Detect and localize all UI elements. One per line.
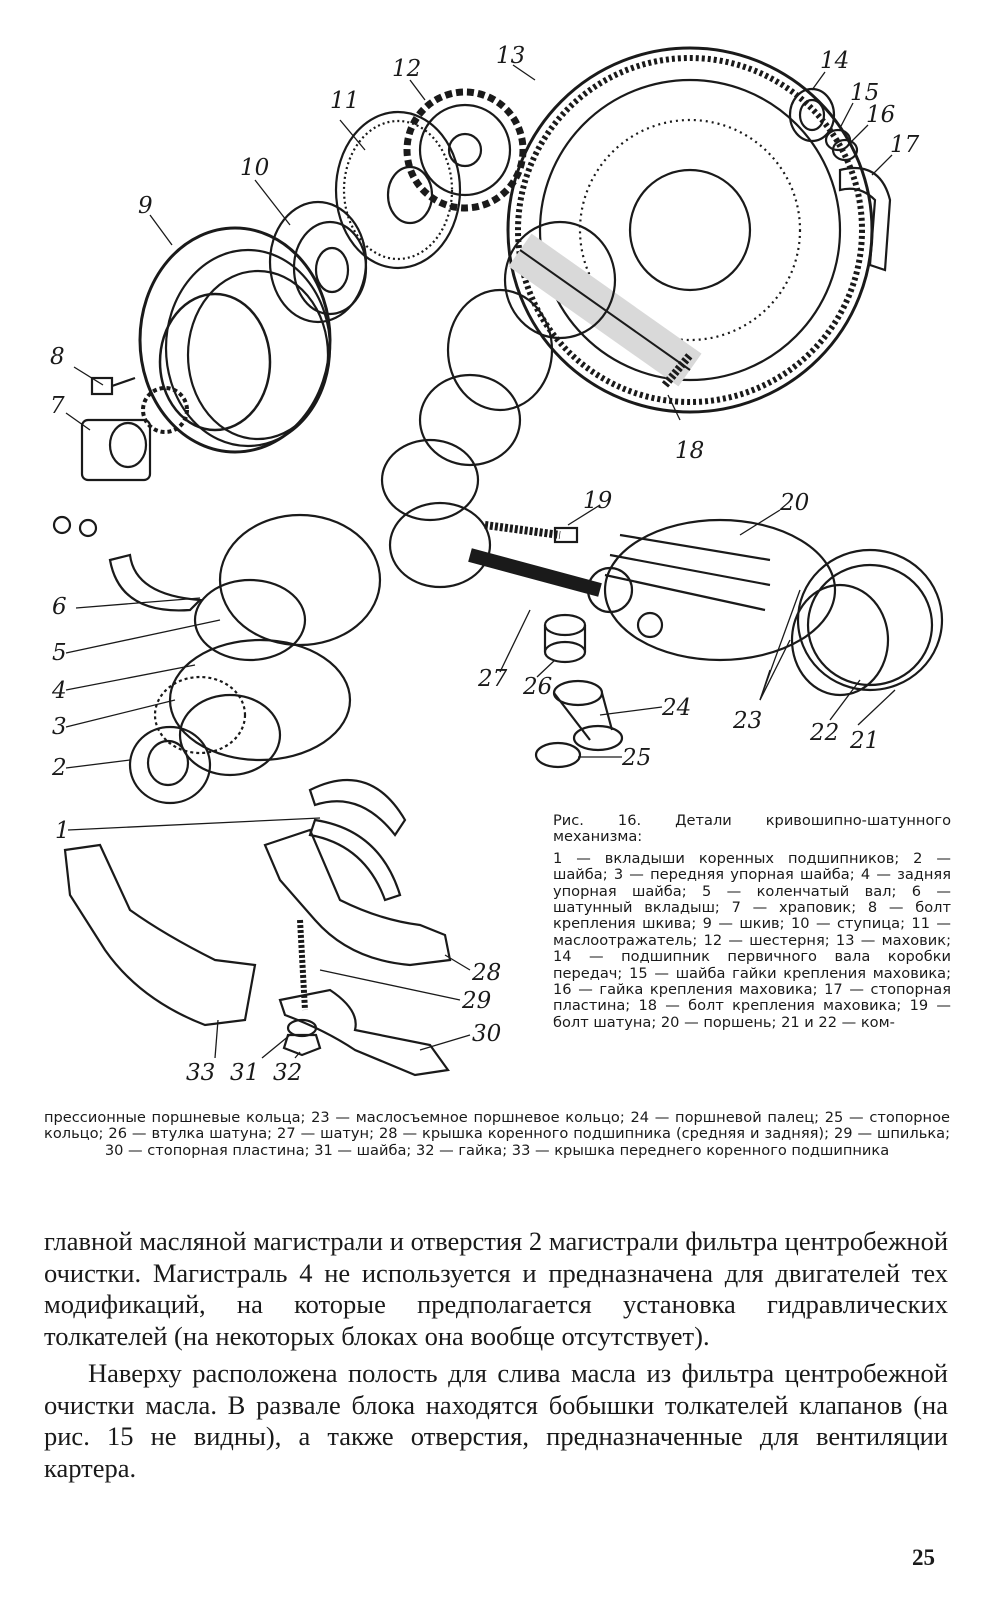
leader-lines — [65, 64, 896, 1059]
callout-8: 8 — [50, 344, 65, 370]
rod-bolt-drawing — [484, 521, 579, 544]
callout-31: 31 — [230, 1060, 260, 1086]
figure-caption-legend-continued: прессионные поршневые кольца; 23 — масло… — [44, 1109, 950, 1159]
pulley-drawing — [138, 226, 332, 454]
callout-14: 14 — [820, 48, 850, 74]
callout-13: 13 — [496, 43, 526, 69]
callout-27: 27 — [478, 666, 508, 692]
callout-18: 18 — [675, 438, 705, 464]
conrod-bearing-drawing — [52, 515, 203, 612]
fasteners-drawing — [278, 919, 450, 1077]
callout-24: 24 — [662, 695, 692, 721]
figure-caption: Рис. 16. Детали кривошипно-шатунного мех… — [553, 812, 951, 1031]
callout-33: 33 — [186, 1060, 216, 1086]
piston-rings-drawing — [790, 548, 944, 697]
callout-19: 19 — [583, 488, 613, 514]
callout-32: 32 — [273, 1060, 303, 1086]
callout-29: 29 — [462, 988, 492, 1014]
callout-17: 17 — [890, 132, 920, 158]
callout-30: 30 — [472, 1021, 502, 1047]
callout-16: 16 — [866, 102, 896, 128]
callout-3: 3 — [52, 714, 67, 740]
oil-deflector-drawing — [334, 110, 462, 270]
callout-6: 6 — [52, 594, 67, 620]
callout-15: 15 — [850, 80, 880, 106]
ratchet-bolt-drawing — [80, 376, 189, 482]
paragraph-1: главной масляной магистрали и отверстия … — [44, 1226, 948, 1351]
figure-caption-title: Рис. 16. Детали кривошипно-шатунного мех… — [553, 812, 951, 846]
piston-drawing — [603, 518, 837, 662]
figure-caption-legend: 1 — вкладыши коренных подшипников; 2 — ш… — [553, 849, 951, 1031]
body-text: главной масляной магистрали и отверстия … — [44, 1226, 948, 1484]
hub-drawing — [268, 200, 368, 324]
figure-crankshaft-exploded-view: 8 7 9 10 11 12 13 14 15 16 17 18 19 20 6… — [50, 43, 944, 1085]
callout-21: 21 — [850, 728, 880, 754]
callout-25: 25 — [622, 745, 652, 771]
callout-10: 10 — [240, 155, 270, 181]
washers-drawing — [128, 675, 247, 805]
gear-drawing — [403, 88, 527, 212]
paragraph-2: Наверху расположена полость для слива ма… — [44, 1358, 948, 1483]
callout-20: 20 — [780, 490, 810, 516]
callout-1: 1 — [55, 818, 70, 844]
callout-23: 23 — [733, 708, 763, 734]
callout-5: 5 — [52, 640, 67, 666]
callout-4: 4 — [52, 678, 67, 704]
flywheel-parts-drawing — [661, 87, 892, 388]
callout-9: 9 — [138, 193, 153, 219]
callout-26: 26 — [523, 674, 553, 700]
callout-28: 28 — [472, 960, 502, 986]
callout-2: 2 — [52, 755, 67, 781]
callout-7: 7 — [50, 393, 65, 419]
page-number: 25 — [912, 1545, 935, 1570]
callout-11: 11 — [330, 88, 360, 114]
main-bearings-drawing — [308, 778, 407, 902]
pin-bushing-drawing — [534, 613, 624, 769]
bearing-caps-drawing — [63, 828, 452, 1027]
crankshaft-drawing — [168, 220, 702, 777]
callout-22: 22 — [810, 720, 840, 746]
exploded-view-drawing — [52, 46, 944, 1077]
callout-12: 12 — [392, 56, 422, 82]
flywheel-drawing — [506, 46, 874, 414]
